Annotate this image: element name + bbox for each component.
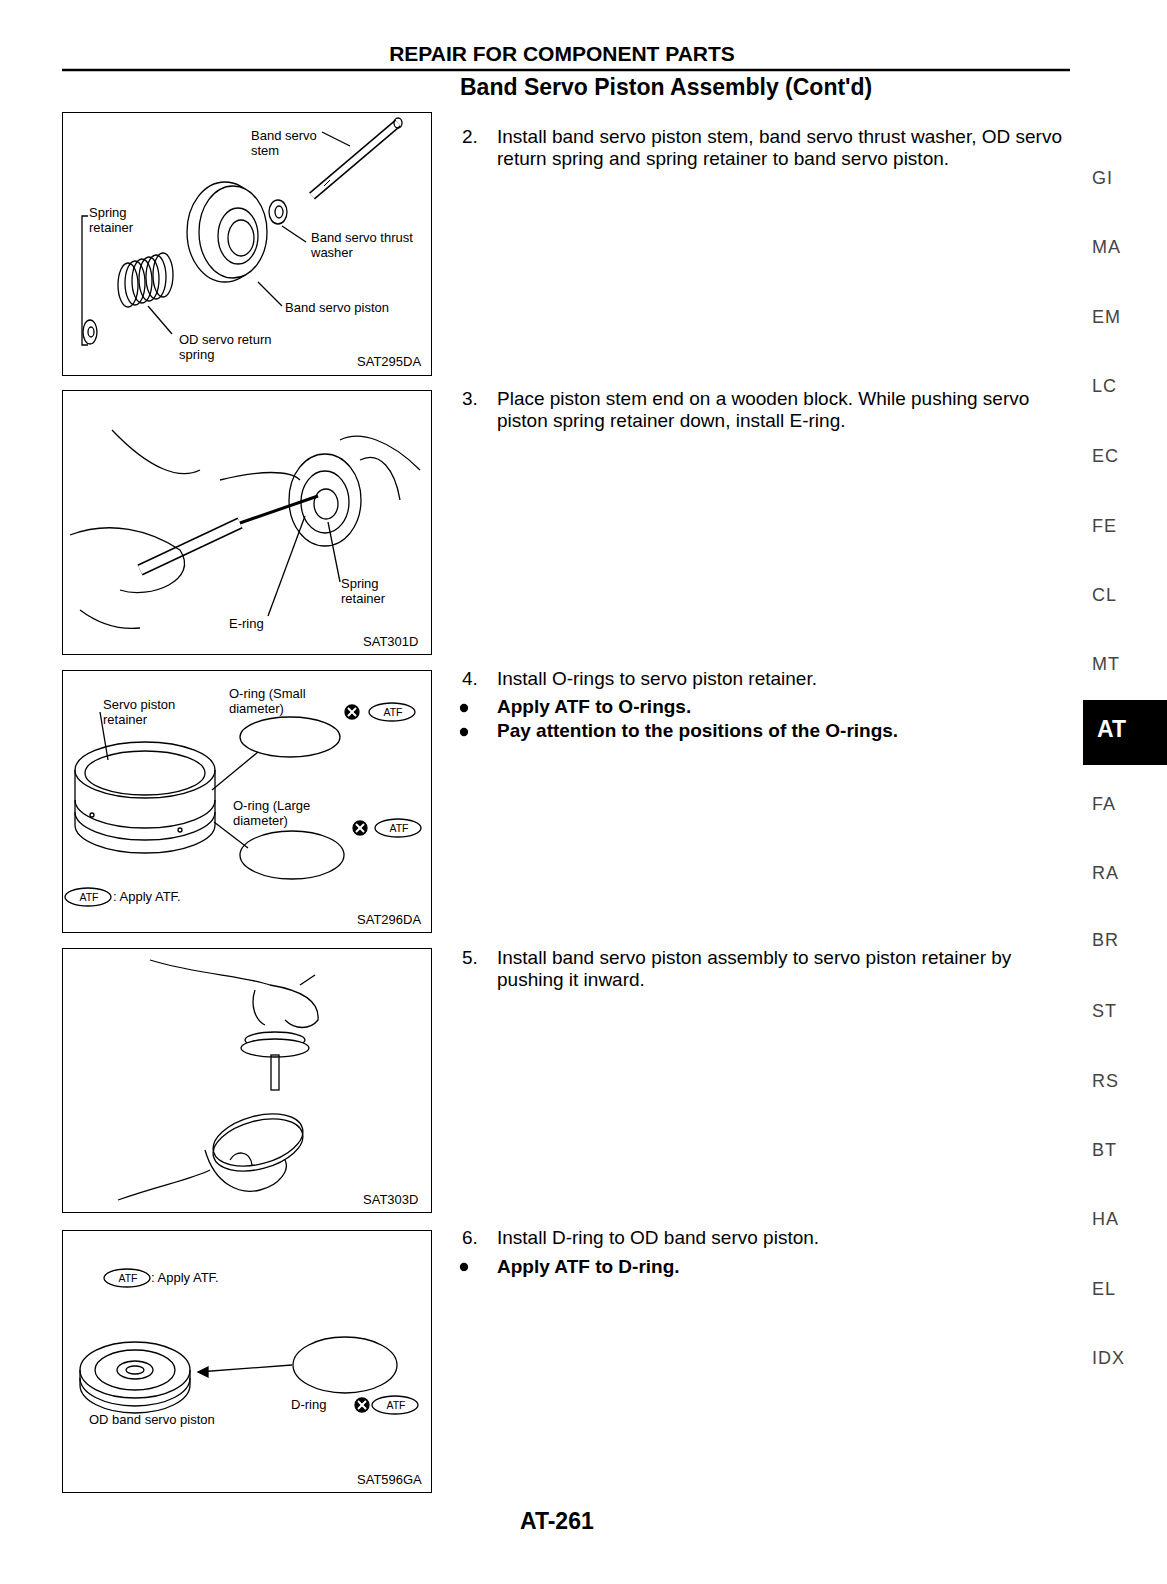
part-label: Band servo stem [251, 129, 331, 159]
step-number: 4. [462, 668, 478, 690]
figure-frame: Band servo stemSpring retainerBand servo… [62, 112, 432, 376]
figure-code: SAT296DA [357, 913, 421, 928]
step-text: Place piston stem end on a wooden block.… [497, 388, 1075, 432]
figure-code: SAT303D [363, 1193, 418, 1208]
part-label: D-ring [291, 1398, 326, 1413]
section-index: GI [1092, 168, 1113, 189]
part-label: O-ring (Large diameter) [233, 799, 348, 829]
figure-frame: SAT303D [62, 948, 432, 1213]
part-label: Spring retainer [89, 206, 159, 236]
note-text: Pay attention to the positions of the O-… [497, 720, 1075, 742]
atf-symbol: ATF [113, 1272, 143, 1284]
section-index: FE [1092, 516, 1117, 537]
part-label: Spring retainer [341, 577, 411, 607]
atf-symbol: ATF [381, 1399, 411, 1411]
step-text: Install O-rings to servo piston retainer… [497, 668, 1075, 690]
part-label: Band servo piston [285, 301, 389, 316]
section-index: LC [1092, 376, 1117, 397]
figure-frame: Spring retainerE-ringSAT301D [62, 390, 432, 655]
section-index: RS [1092, 1071, 1119, 1092]
page-heading: REPAIR FOR COMPONENT PARTS [0, 42, 1124, 66]
section-index: RA [1092, 863, 1119, 884]
atf-symbol: ATF [378, 706, 408, 718]
note-text: Apply ATF to O-rings. [497, 696, 1075, 718]
section-index: EL [1092, 1279, 1116, 1300]
step-number: 5. [462, 947, 478, 969]
section-index: BT [1092, 1140, 1117, 1161]
step-text: Install D-ring to OD band servo piston. [497, 1227, 1075, 1249]
section-index: HA [1092, 1209, 1119, 1230]
section-index: EM [1092, 307, 1121, 328]
part-label: Band servo thrust washer [311, 231, 421, 261]
part-label: Servo piston retainer [103, 698, 203, 728]
page-number: AT-261 [520, 1508, 594, 1534]
figure-frame: ATF : Apply ATF. D-ring ATF OD band servo pi… [62, 1230, 432, 1493]
section-index: MT [1092, 654, 1120, 675]
part-label: E-ring [229, 617, 264, 632]
part-label: OD servo return spring [179, 333, 279, 363]
section-index: BR [1092, 930, 1119, 951]
section-index: ST [1092, 1001, 1117, 1022]
section-tab-label: AT [1097, 716, 1126, 742]
figure-code: SAT301D [363, 635, 418, 650]
note-text: Apply ATF to D-ring. [497, 1256, 1075, 1278]
section-tab: AT [1083, 700, 1167, 765]
section-index: IDX [1092, 1348, 1125, 1369]
step-text: Install band servo piston assembly to se… [497, 947, 1075, 991]
part-label: O-ring (Small diameter) [229, 687, 349, 717]
section-index: MA [1092, 237, 1121, 258]
section-index: CL [1092, 585, 1117, 606]
figure-code: SAT295DA [357, 355, 421, 370]
step-number: 3. [462, 388, 478, 410]
section-index: FA [1092, 794, 1116, 815]
step-text: Install band servo piston stem, band ser… [497, 126, 1075, 170]
part-label: : Apply ATF. [151, 1271, 219, 1286]
figure-frame: Servo piston retainer O-ring (Small diame… [62, 670, 432, 933]
atf-symbol: ATF [384, 822, 414, 834]
part-label: OD band servo piston [89, 1413, 215, 1428]
section-heading: Band Servo Piston Assembly (Cont'd) [460, 74, 872, 100]
section-index: EC [1092, 446, 1119, 467]
atf-symbol: ATF [74, 891, 104, 903]
step-number: 6. [462, 1227, 478, 1249]
part-label: : Apply ATF. [113, 890, 181, 905]
figure-code: SAT596GA [357, 1473, 422, 1488]
step-number: 2. [462, 126, 478, 148]
